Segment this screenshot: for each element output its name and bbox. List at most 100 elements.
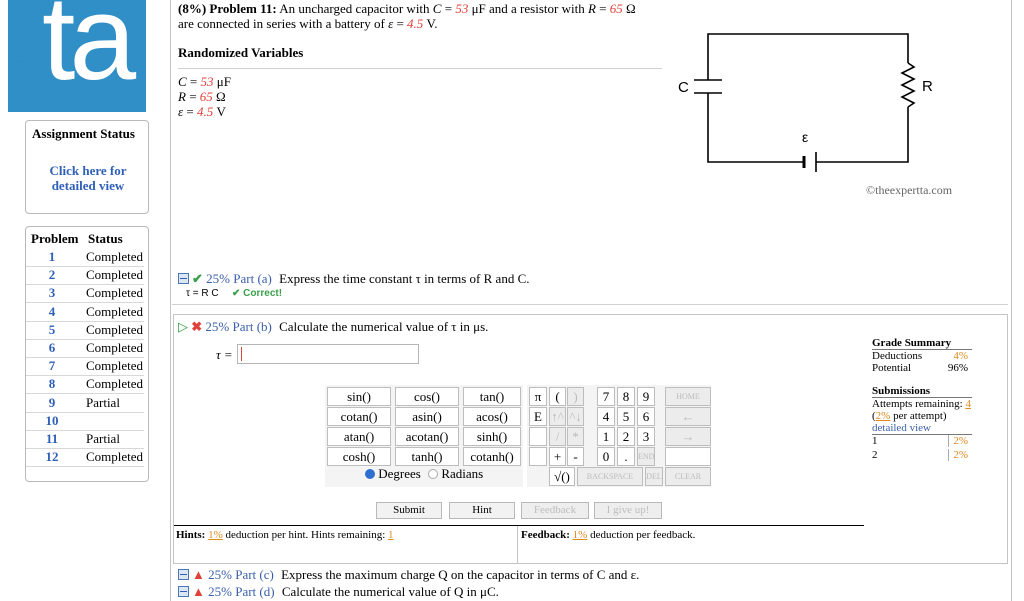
calc-key-button[interactable]: 3 xyxy=(637,427,655,446)
hint-button[interactable]: Hint xyxy=(449,502,515,519)
calc-func-button[interactable]: atan() xyxy=(327,427,391,446)
calc-func-button[interactable]: cos() xyxy=(395,387,459,406)
calc-bottom-button[interactable]: √() xyxy=(549,467,575,486)
problem-status-row[interactable]: 10 xyxy=(26,413,144,431)
problem-number[interactable]: 3 xyxy=(48,285,56,301)
problem-status-row[interactable]: 1 Completed xyxy=(26,249,144,267)
calc-bottom-button[interactable]: BACKSPACE xyxy=(577,467,643,486)
calc-key-button[interactable]: 6 xyxy=(637,407,655,426)
calc-symbol-button[interactable]: E xyxy=(529,407,547,426)
problem-status: Completed xyxy=(86,249,144,264)
calc-key-button[interactable]: 2 xyxy=(617,427,635,446)
calc-func-button[interactable]: acos() xyxy=(463,407,521,426)
part-d-header[interactable]: ▲ 25% Part (d) Calculate the numerical v… xyxy=(178,584,499,600)
calc-bottom-button[interactable]: CLEAR xyxy=(665,467,711,486)
calc-key-button[interactable]: / xyxy=(549,427,566,446)
problem-status: Completed xyxy=(86,340,144,355)
problem-number[interactable]: 11 xyxy=(45,431,59,446)
calc-key-button[interactable]: 1 xyxy=(597,427,615,446)
calc-key-button[interactable]: ) xyxy=(567,387,584,406)
feedback-info: Feedback: 1% deduction per feedback. xyxy=(521,529,695,541)
calc-func-button[interactable]: cotanh() xyxy=(463,447,521,466)
var-value: 4.5 xyxy=(196,104,214,119)
problem-number[interactable]: 9 xyxy=(48,394,56,410)
calc-key-button[interactable]: → xyxy=(665,427,711,446)
calc-symbol-button[interactable]: π xyxy=(529,387,547,406)
collapse-icon[interactable] xyxy=(178,569,189,580)
hints-remaining: 1 xyxy=(388,529,394,541)
answer-input[interactable] xyxy=(237,344,419,364)
problem-number[interactable]: 1 xyxy=(48,249,56,264)
calc-key-button[interactable]: ↑^ xyxy=(549,407,566,426)
detailed-view-link[interactable]: Click here for detailed view xyxy=(49,163,127,193)
calc-key-button[interactable]: END xyxy=(637,447,655,466)
part-a-header[interactable]: ✔ 25% Part (a) Express the time constant… xyxy=(178,271,530,287)
give-up-button[interactable]: I give up! xyxy=(594,502,662,519)
calc-key-button[interactable]: 9 xyxy=(637,387,655,406)
problem-number[interactable]: 10 xyxy=(45,412,59,428)
problem-weight: (8%) xyxy=(178,1,207,16)
expand-icon[interactable]: ▷ xyxy=(178,319,188,334)
problem-number[interactable]: 7 xyxy=(48,358,56,374)
var-value: 65 xyxy=(199,89,213,104)
problem-number[interactable]: 2 xyxy=(48,267,56,283)
degrees-radio[interactable] xyxy=(365,469,375,479)
calc-symbol-button[interactable] xyxy=(529,427,547,446)
submit-button[interactable]: Submit xyxy=(376,502,442,519)
problem-status: Completed xyxy=(86,303,144,319)
calc-func-button[interactable]: cotan() xyxy=(327,407,391,426)
calc-bottom-button[interactable]: DEL xyxy=(645,467,663,486)
part-d-name: Part (d) xyxy=(235,584,275,599)
calc-func-button[interactable]: sinh() xyxy=(463,427,521,446)
calc-symbol-button[interactable] xyxy=(529,447,547,466)
calc-key-button[interactable]: - xyxy=(567,447,584,466)
calc-key-button[interactable]: + xyxy=(549,447,566,466)
var-unit: μF xyxy=(216,74,231,89)
calc-func-button[interactable]: sin() xyxy=(327,387,391,406)
calc-func-button[interactable]: acotan() xyxy=(395,427,459,446)
calc-key-button[interactable] xyxy=(665,447,711,466)
radians-radio[interactable] xyxy=(428,469,439,479)
problem-number[interactable]: 4 xyxy=(48,303,56,319)
problem-text-1: An uncharged capacitor with xyxy=(279,1,430,16)
calc-key-button[interactable]: . xyxy=(617,447,635,466)
calc-key-button[interactable]: ( xyxy=(549,387,566,406)
calc-func-button[interactable]: tanh() xyxy=(395,447,459,466)
part-c-name: Part (c) xyxy=(235,567,274,582)
calc-func-button[interactable]: cosh() xyxy=(327,447,391,466)
calc-key-button[interactable]: ^↓ xyxy=(567,407,584,426)
problem-number[interactable]: 6 xyxy=(48,340,56,355)
collapse-icon[interactable] xyxy=(178,586,189,597)
problem-number[interactable]: 8 xyxy=(48,376,56,392)
collapse-icon[interactable] xyxy=(178,273,189,284)
calc-func-button[interactable]: tan() xyxy=(463,387,521,406)
part-c-header[interactable]: ▲ 25% Part (c) Express the maximum charg… xyxy=(178,567,639,583)
calc-key-button[interactable]: * xyxy=(567,427,584,446)
problem-number[interactable]: 12 xyxy=(45,449,59,465)
problem-number[interactable]: 5 xyxy=(48,321,56,337)
degrees-label: Degrees xyxy=(378,466,421,481)
calc-key-button[interactable]: 8 xyxy=(617,387,635,406)
angle-mode: Degrees Radians xyxy=(365,466,483,482)
part-b-header[interactable]: ▷ ✖ 25% Part (b) Calculate the numerical… xyxy=(178,319,488,335)
submissions-detailed-link[interactable]: detailed view xyxy=(872,422,972,435)
feedback-button[interactable]: Feedback xyxy=(521,502,589,519)
calc-func-button[interactable]: asin() xyxy=(395,407,459,426)
calc-key-button[interactable]: 0 xyxy=(597,447,615,466)
calc-key-button[interactable]: 7 xyxy=(597,387,615,406)
calc-key-button[interactable]: ← xyxy=(665,407,711,426)
deductions-label: Deductions xyxy=(872,350,923,362)
calc-key-button[interactable]: 5 xyxy=(617,407,635,426)
problem-status-row[interactable]: 4 Completed xyxy=(26,304,144,322)
calc-key-button[interactable]: 4 xyxy=(597,407,615,426)
problem-status-row[interactable]: 6 Completed xyxy=(26,340,144,358)
calc-key-button[interactable]: HOME xyxy=(665,387,711,406)
